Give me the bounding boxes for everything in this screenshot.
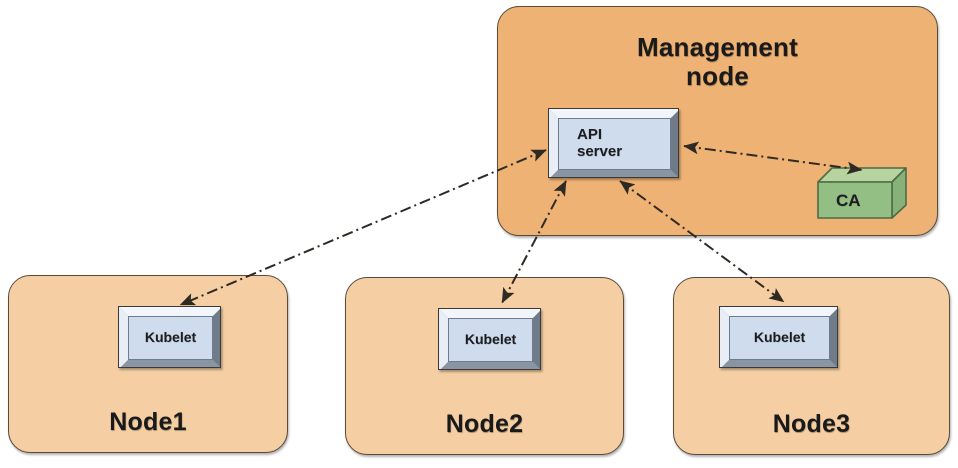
bevel-face-left xyxy=(439,309,448,369)
bevel-face-bottom xyxy=(439,362,540,369)
ca-label: CA xyxy=(836,191,861,210)
kubelet-label-node1: Kubelet xyxy=(144,329,197,346)
bevel-face-right xyxy=(213,307,220,367)
api-server-label: API server xyxy=(559,126,670,161)
bevel-face-left xyxy=(549,109,558,177)
kubelet-box-node3[interactable]: Kubelet xyxy=(719,306,838,368)
api-server-label-line1: API xyxy=(577,126,603,144)
worker-node-label-node3: Node3 xyxy=(772,410,851,438)
bevel-face-right xyxy=(533,309,540,369)
bevel-face-left xyxy=(720,307,729,367)
bevel-face-bottom xyxy=(720,360,837,367)
kubelet-bevel-frame xyxy=(720,307,837,367)
kubelet-inner-panel: Kubelet xyxy=(729,316,830,360)
api-server-bevel-frame xyxy=(549,109,678,177)
bevel-face-right xyxy=(830,307,837,367)
worker-node-label-node1: Node1 xyxy=(109,408,187,436)
ca-box[interactable]: CA xyxy=(817,165,910,221)
management-node-title-line1: Management xyxy=(637,32,798,62)
bevel-face-top xyxy=(720,307,837,316)
bevel-face-left xyxy=(119,307,128,367)
bevel-face-top xyxy=(119,307,220,316)
ca-box-shape xyxy=(817,167,907,219)
worker-node-label-node2: Node2 xyxy=(445,410,524,438)
bevel-face-top xyxy=(549,109,678,118)
kubelet-box-node1[interactable]: Kubelet xyxy=(118,306,221,368)
ca-box-front-face xyxy=(817,181,893,219)
kubelet-label-node2: Kubelet xyxy=(464,331,517,348)
kubelet-inner-panel: Kubelet xyxy=(448,318,533,362)
kubelet-box-node2[interactable]: Kubelet xyxy=(438,308,541,370)
management-node-title: Management node xyxy=(498,32,937,92)
kubelet-inner-panel: Kubelet xyxy=(128,316,213,360)
api-server-box[interactable]: API server xyxy=(548,108,679,178)
bevel-face-right xyxy=(671,109,678,177)
api-server-inner-panel: API server xyxy=(558,118,671,170)
bevel-face-bottom xyxy=(549,170,678,177)
bevel-face-bottom xyxy=(119,360,220,367)
management-node-title-line2: node xyxy=(686,61,749,92)
kubelet-bevel-frame xyxy=(119,307,220,367)
bevel-face-top xyxy=(439,309,540,318)
kubelet-bevel-frame xyxy=(439,309,540,369)
api-server-label-line2: server xyxy=(577,143,623,160)
ca-box-top-face xyxy=(817,167,907,183)
kubelet-label-node3: Kubelet xyxy=(753,329,806,346)
